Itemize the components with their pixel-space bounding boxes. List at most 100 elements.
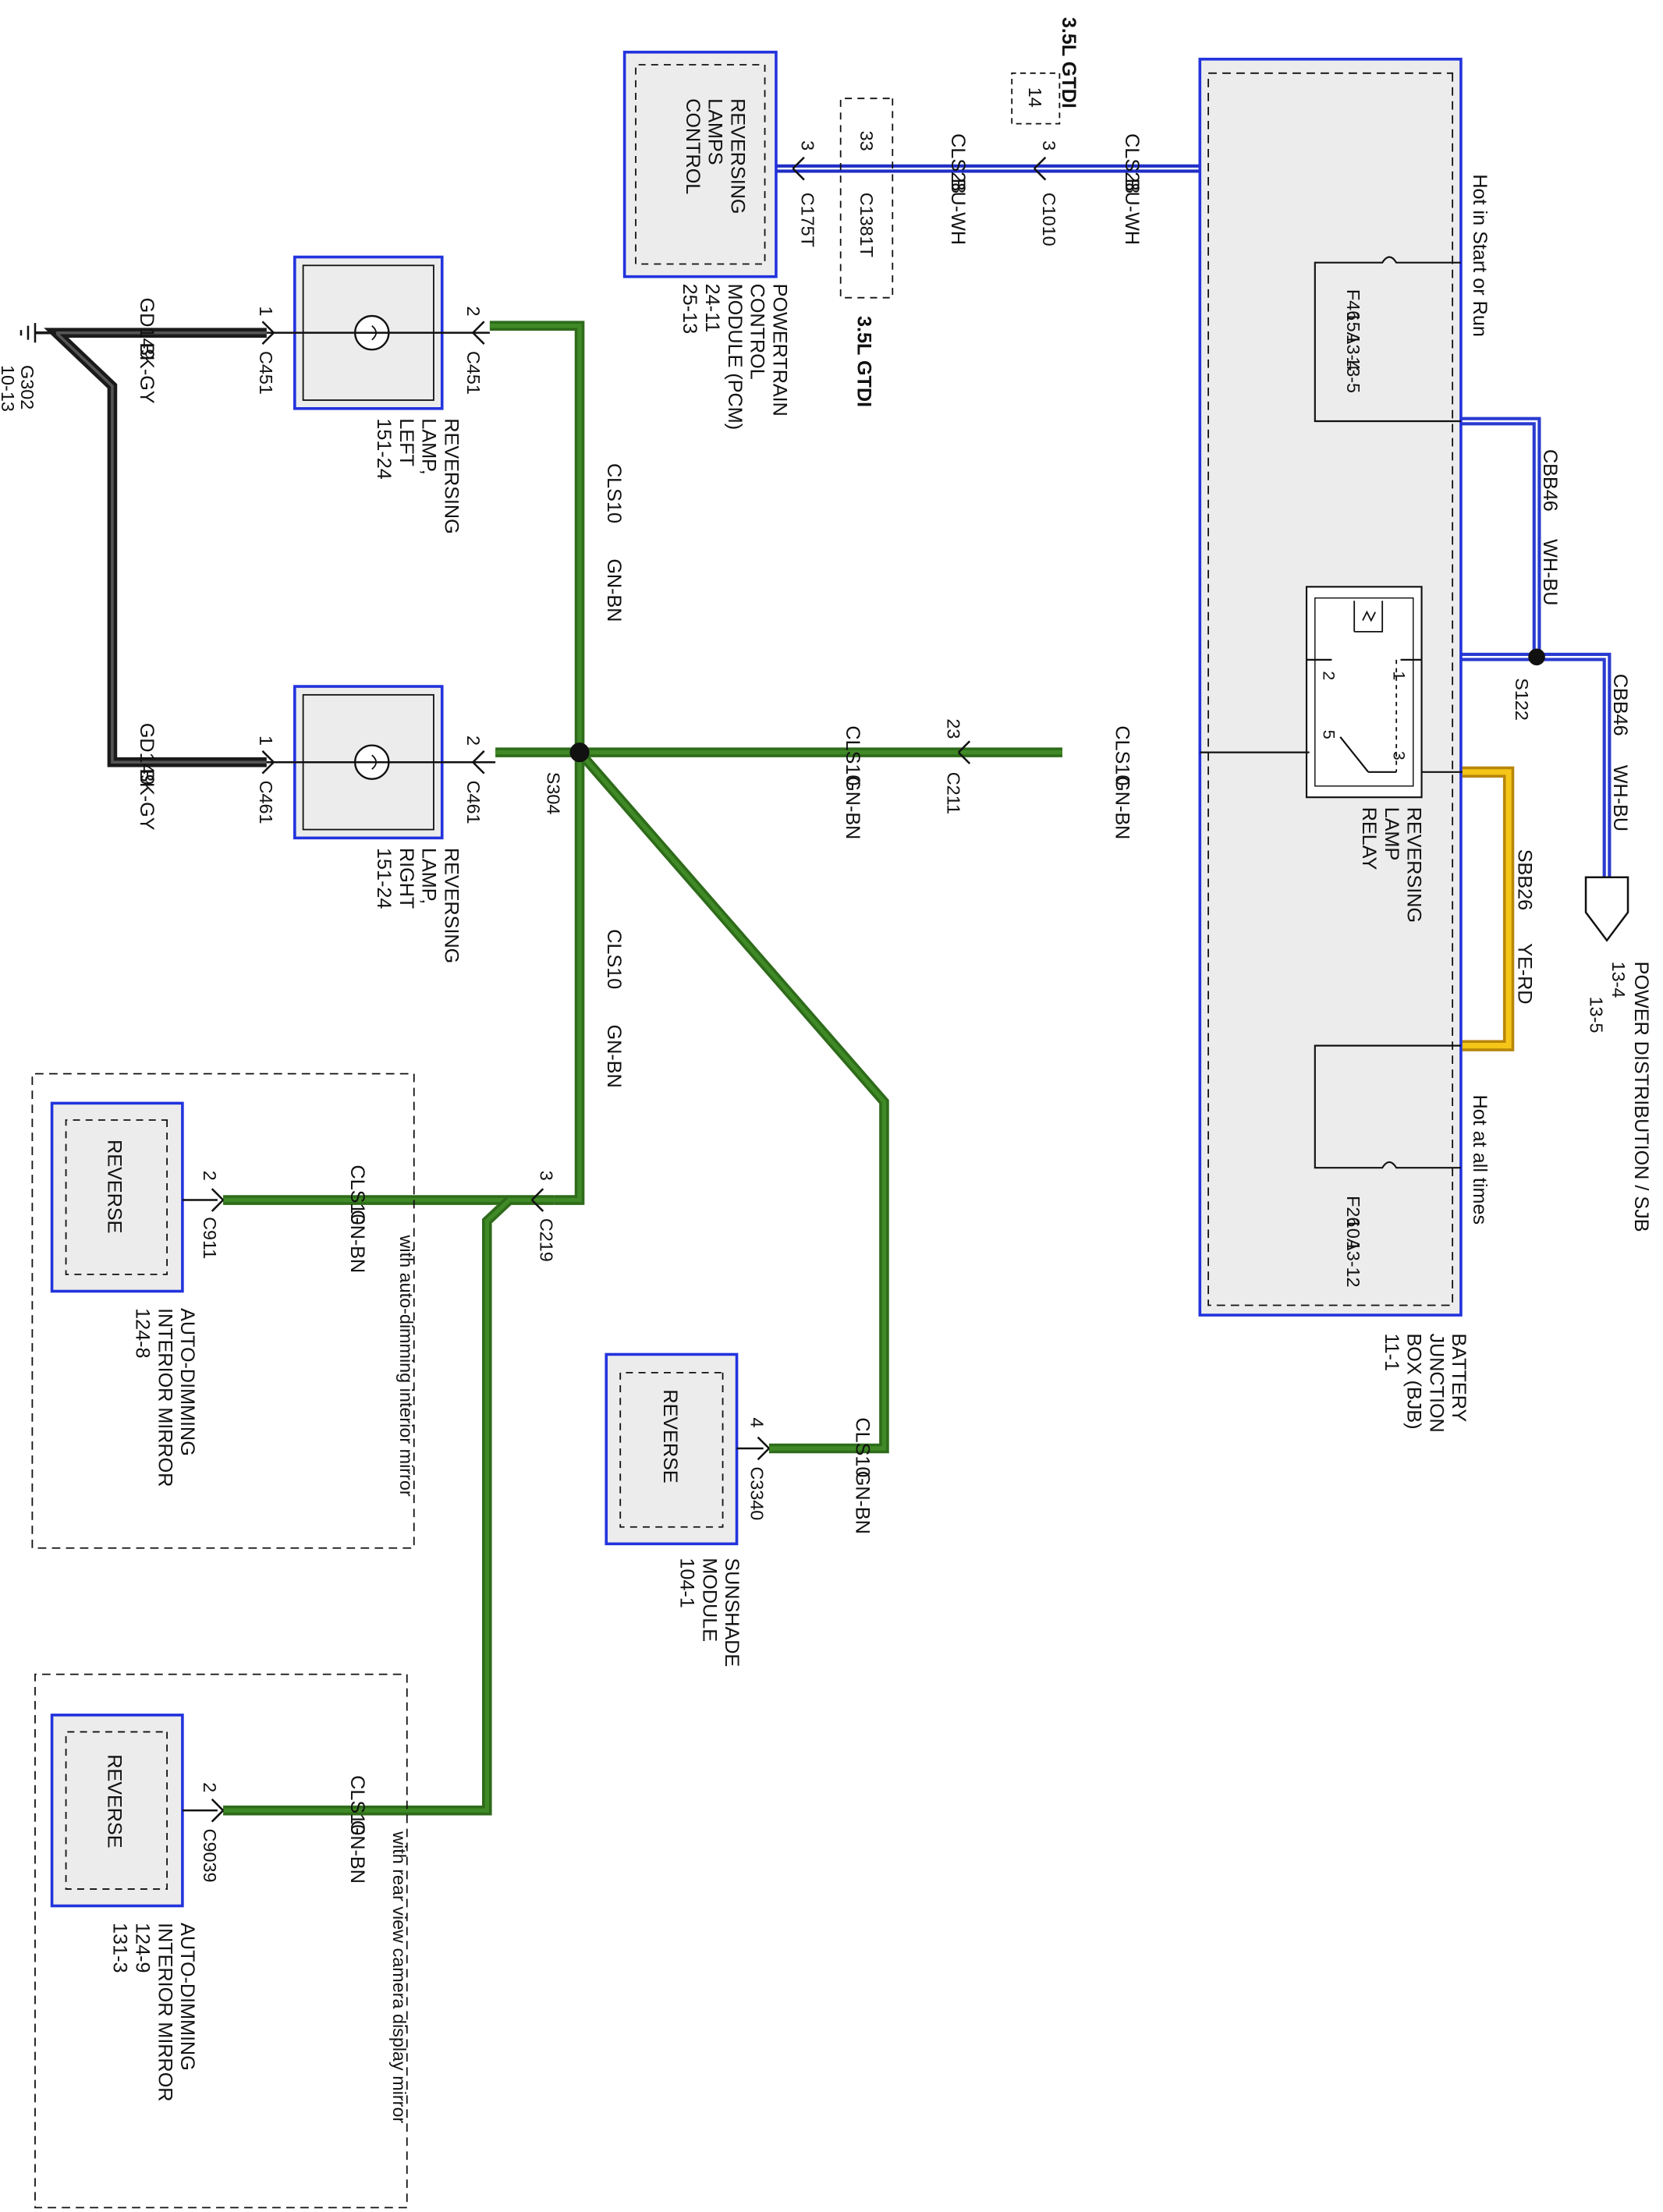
lamp-right-pin-in: 2: [463, 736, 484, 746]
mirror1-name-2: INTERIOR MIRROR: [154, 1308, 176, 1487]
sunshade-name-1: SUNSHADE: [721, 1558, 743, 1667]
ground-g302: G302 10-13: [0, 323, 37, 412]
mirror2-option: with rear view camera display mirror: [389, 1831, 410, 2123]
c1381-variant: 3.5L GTDI: [853, 316, 874, 407]
relay-name-1: REVERSING: [1403, 807, 1425, 923]
f26-line-1: F26: [1343, 1196, 1363, 1227]
gn-bn-wires: [223, 321, 1062, 1816]
mirror1-inner-label: REVERSE: [104, 1140, 126, 1233]
f26-line-2: 10A: [1343, 1218, 1363, 1251]
wire-label-buwh-b: BU-WH: [1121, 179, 1143, 245]
lamp-left-name-2: LAMP,: [418, 418, 440, 474]
power-distribution-arrow-icon: [1584, 876, 1629, 942]
c211-connector: C211: [943, 772, 963, 814]
relay-pin-2: 2: [1320, 671, 1339, 680]
wire-label-cls10-bjb: CLS10: [1111, 725, 1133, 785]
lamp-right-name-3: RIGHT: [395, 848, 417, 909]
relay-coil-icon: [1353, 601, 1384, 633]
relay-name-3: RELAY: [1358, 807, 1380, 870]
wire-cls10-mirror2: [223, 1196, 513, 1816]
mirror2-pin: 2: [200, 1782, 220, 1792]
lamp-left-conn-in: C451: [463, 351, 484, 395]
c1010-pin: 3: [1039, 140, 1059, 151]
pcm-inner-label-1: REVERSING: [726, 98, 748, 214]
power-distribution: POWER DISTRIBUTION / SJB 13-4 13-5: [1584, 876, 1652, 1232]
wire-label-gnbn-sunshade: GN-BN: [851, 1471, 873, 1534]
wire-label-whbu-a: WH-BU: [1539, 539, 1561, 605]
pcm-connector: C175T: [797, 193, 817, 247]
connector-c1381t: 33 C1381T 3.5L GTDI: [839, 97, 894, 407]
lamp-left-pin-out: 1: [256, 306, 276, 316]
connector-c219: 3 C219: [530, 1171, 557, 1262]
lamp-right-name-1: REVERSING: [440, 848, 462, 963]
mirror2-name-1: AUTO-DIMMING: [176, 1923, 198, 2071]
relay-switch-icon: [1339, 736, 1397, 773]
mirror1-name-3: 124-8: [132, 1308, 154, 1358]
battery-junction-box: BATTERY JUNCTION BOX (BJB) 11-1 Hot in S…: [1198, 58, 1491, 1433]
connector-c1010: 3 C1010 14 3.5L GTDI: [1011, 17, 1080, 246]
c1010-connector: C1010: [1039, 193, 1059, 246]
wire-cls10-sunshade: [576, 749, 889, 1454]
fuse-f46-icon: [1314, 256, 1461, 423]
wire-label-cls10-c211: CLS10: [842, 725, 863, 785]
relay-box: [1305, 586, 1423, 799]
bk-gy-wires: [34, 328, 267, 767]
c1010-variant: 3.5L GTDI: [1058, 17, 1080, 108]
mirror2-connector: C9039: [200, 1829, 220, 1883]
c219-connector: C219: [537, 1218, 557, 1262]
pcm-name-3: MODULE (PCM): [724, 284, 746, 430]
f46-line-2: 15A: [1343, 312, 1363, 345]
mirror1-name-1: AUTO-DIMMING: [176, 1308, 198, 1456]
mirror2-name-2: INTERIOR MIRROR: [154, 1923, 176, 2101]
wire-label-gnbn-bjb: GN-BN: [1111, 776, 1133, 839]
wire-label-cls10-mirror1: CLS10: [346, 1165, 368, 1225]
wire-label-bkgy-left: BK-GY: [136, 342, 158, 404]
sunshade-inner-label: REVERSE: [659, 1389, 681, 1483]
bjb-name-1: BATTERY: [1448, 1333, 1470, 1422]
auto-dimming-mirror-1: REVERSE AUTO-DIMMING INTERIOR MIRROR 124…: [31, 1072, 417, 1549]
wire-label-gd149-right: GD149: [136, 723, 158, 785]
mirror2-inner-label: REVERSE: [104, 1754, 126, 1848]
wire-label-cls10-c219: CLS10: [603, 929, 625, 989]
splice-s122: S122: [1512, 648, 1545, 721]
pcm-name-2: CONTROL: [746, 284, 768, 380]
lamp-left: REVERSING LAMP, LEFT 151-24 2 C451 1 C45…: [256, 255, 490, 534]
wire-label-cbb46-b: CBB46: [1609, 674, 1631, 736]
c211-pin: 23: [943, 718, 963, 739]
c1381-connector: C1381T: [856, 193, 877, 257]
f46-line-3: 13-4: [1343, 334, 1363, 370]
ground-page: 10-13: [0, 365, 18, 412]
relay-pin-5: 5: [1320, 730, 1339, 739]
bjb-hot-all-times: Hot at all times: [1469, 1095, 1491, 1225]
wire-label-cls28-a: CLS28: [947, 133, 969, 193]
wire-label-cbb46-a: CBB46: [1539, 449, 1561, 512]
sunshade-name-2: MODULE: [698, 1558, 720, 1642]
lamp-right-conn-in: C461: [463, 781, 484, 824]
power-dist-page-1: 13-4: [1608, 962, 1629, 998]
lamp-left-name-4: 151-24: [373, 418, 395, 479]
power-dist-name: POWER DISTRIBUTION / SJB: [1630, 962, 1652, 1232]
ye-rd-wires: [1462, 766, 1515, 1051]
bjb-hot-start-run: Hot in Start or Run: [1469, 174, 1491, 336]
lamp-right-name-2: LAMP,: [418, 848, 440, 904]
pcm-name-4: 24-11: [701, 284, 723, 333]
mirror1-connector: C911: [200, 1217, 220, 1259]
wire-label-cls10-left: CLS10: [603, 463, 625, 523]
wire-label-cls10-mirror2: CLS10: [346, 1775, 368, 1835]
ground-icon: [20, 323, 37, 343]
splice-s304: S304: [544, 743, 590, 814]
relay-pin-3: 3: [1390, 751, 1409, 760]
splice-s122-label: S122: [1512, 678, 1532, 721]
sunshade-module: REVERSE SUNSHADE MODULE 104-1 4 C3340: [605, 1352, 770, 1667]
bjb-name-2: JUNCTION: [1425, 1333, 1447, 1432]
splice-s122-dot: [1528, 648, 1545, 666]
relay-name-2: LAMP: [1381, 807, 1402, 861]
pcm-name-5: 25-13: [679, 284, 700, 334]
wire-label-yerd: YE-RD: [1514, 943, 1536, 1004]
mirror2-name-3: 124-9: [132, 1923, 154, 1973]
pcm-name-1: POWERTRAIN: [768, 284, 790, 417]
wire-label-gnbn-mirror2: GN-BN: [346, 1820, 368, 1884]
lamp-right-pin-out: 1: [256, 736, 276, 746]
fuse-f26-icon: [1314, 1044, 1461, 1169]
